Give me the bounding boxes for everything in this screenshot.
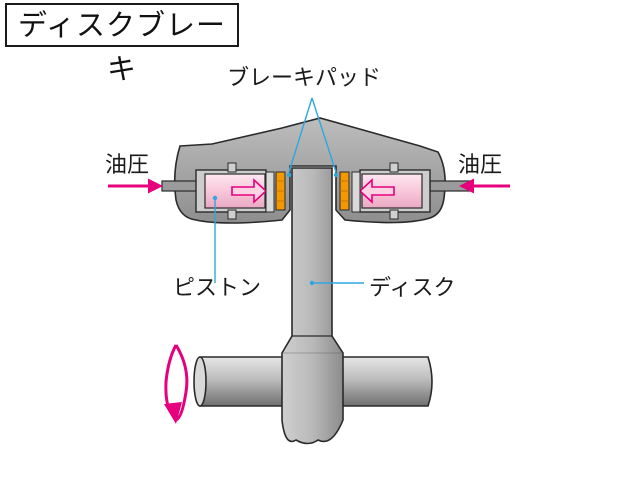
page-title: ディスクブレーキ <box>18 8 226 86</box>
brake-pads <box>275 171 350 211</box>
right-pressure-arrow <box>358 178 395 204</box>
callout-lines <box>214 97 364 284</box>
title-frame <box>5 3 239 47</box>
disc-rotor <box>281 167 344 445</box>
rotation-arrow <box>164 344 189 424</box>
brake-pad-label: ブレーキパッド <box>227 66 382 91</box>
hydraulic-label-left: 油圧 <box>105 153 150 178</box>
left-pressure-arrow <box>231 178 268 204</box>
right-piston <box>351 162 431 220</box>
hydraulic-label-right: 油圧 <box>458 153 503 178</box>
piston-label: ピストン <box>173 276 262 301</box>
disc-label: ディスク <box>369 276 456 301</box>
left-piston <box>195 162 275 220</box>
